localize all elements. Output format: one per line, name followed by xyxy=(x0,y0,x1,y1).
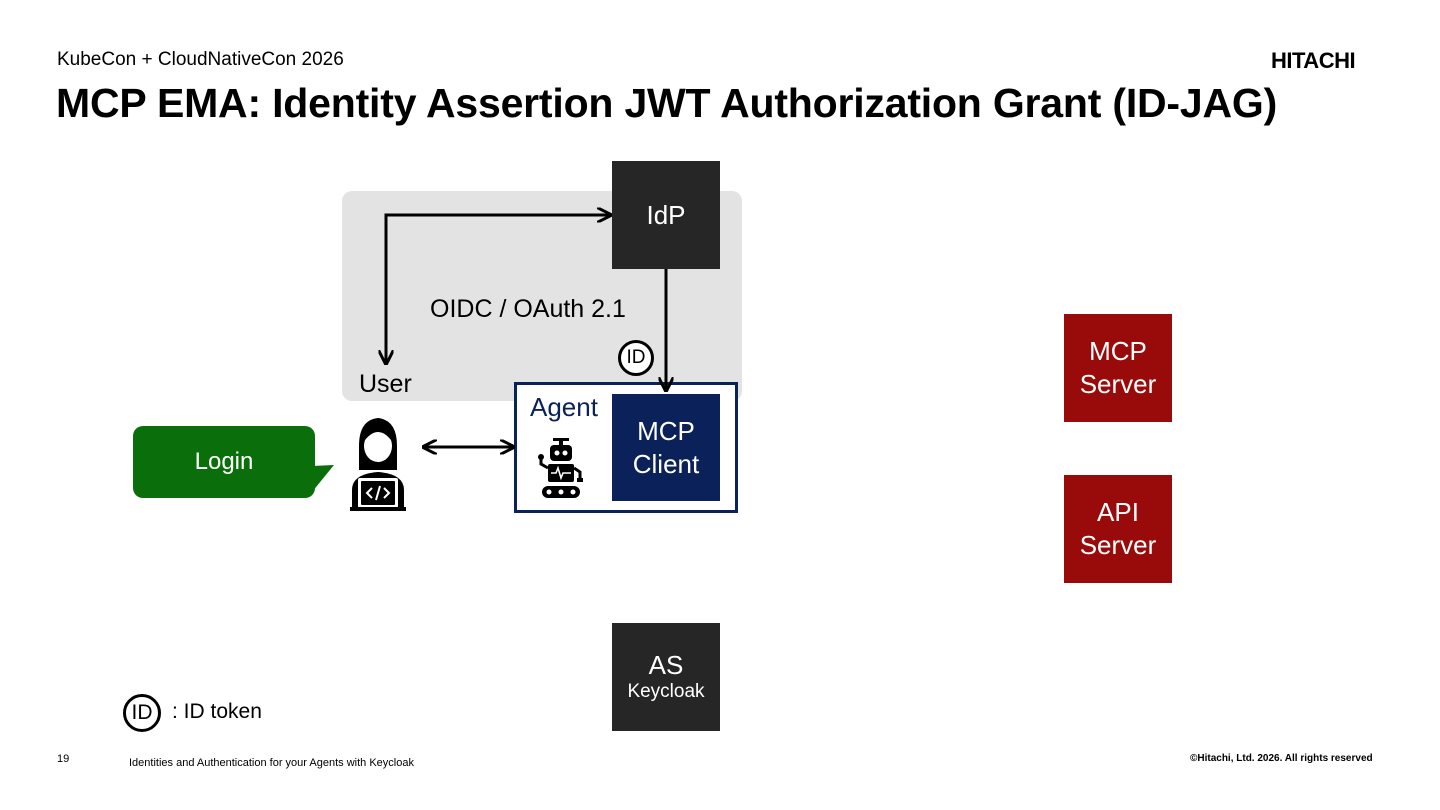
user-idp-arrow xyxy=(386,215,609,362)
idp-label: IdP xyxy=(646,199,686,230)
agent-label: Agent xyxy=(530,392,598,422)
as-subtitle: Keycloak xyxy=(627,681,705,702)
id-token-badge: ID xyxy=(618,340,654,376)
copyright: ©Hitachi, Ltd. 2026. All rights reserved xyxy=(1190,753,1373,764)
mcp-client-line2: Client xyxy=(632,448,700,479)
legend-text: : ID token xyxy=(172,700,262,723)
mcp-client-line1: MCP xyxy=(637,415,695,446)
legend-id-token-badge: ID xyxy=(123,694,161,732)
login-label: Login xyxy=(194,448,254,475)
footer-text: Identities and Authentication for your A… xyxy=(129,757,414,769)
user-coder-icon xyxy=(350,418,406,511)
hitachi-logo: HITACHI xyxy=(1271,48,1356,73)
user-label: User xyxy=(359,370,412,398)
slide-number: 19 xyxy=(57,753,70,765)
login-callout: Login xyxy=(133,426,315,498)
mcp-server-line1: MCP xyxy=(1089,336,1147,366)
as-keycloak-box: AS Keycloak xyxy=(612,623,720,731)
api-server-box: API Server xyxy=(1064,475,1172,583)
event-name: KubeCon + CloudNativeCon 2026 xyxy=(57,49,344,70)
slide-title: MCP EMA: Identity Assertion JWT Authoriz… xyxy=(56,80,1278,126)
robot-icon xyxy=(538,438,583,498)
mcp-server-line2: Server xyxy=(1079,369,1157,399)
legend-badge-label: ID xyxy=(131,701,153,724)
id-token-badge-label: ID xyxy=(626,347,646,368)
mcp-server-box: MCP Server xyxy=(1064,314,1172,422)
mcp-client-box: MCP Client xyxy=(612,394,720,501)
as-title: AS xyxy=(648,650,684,680)
idp-box: IdP xyxy=(612,161,720,269)
api-server-line2: Server xyxy=(1079,530,1157,560)
login-callout-tail xyxy=(312,465,334,492)
api-server-line1: API xyxy=(1097,497,1139,527)
